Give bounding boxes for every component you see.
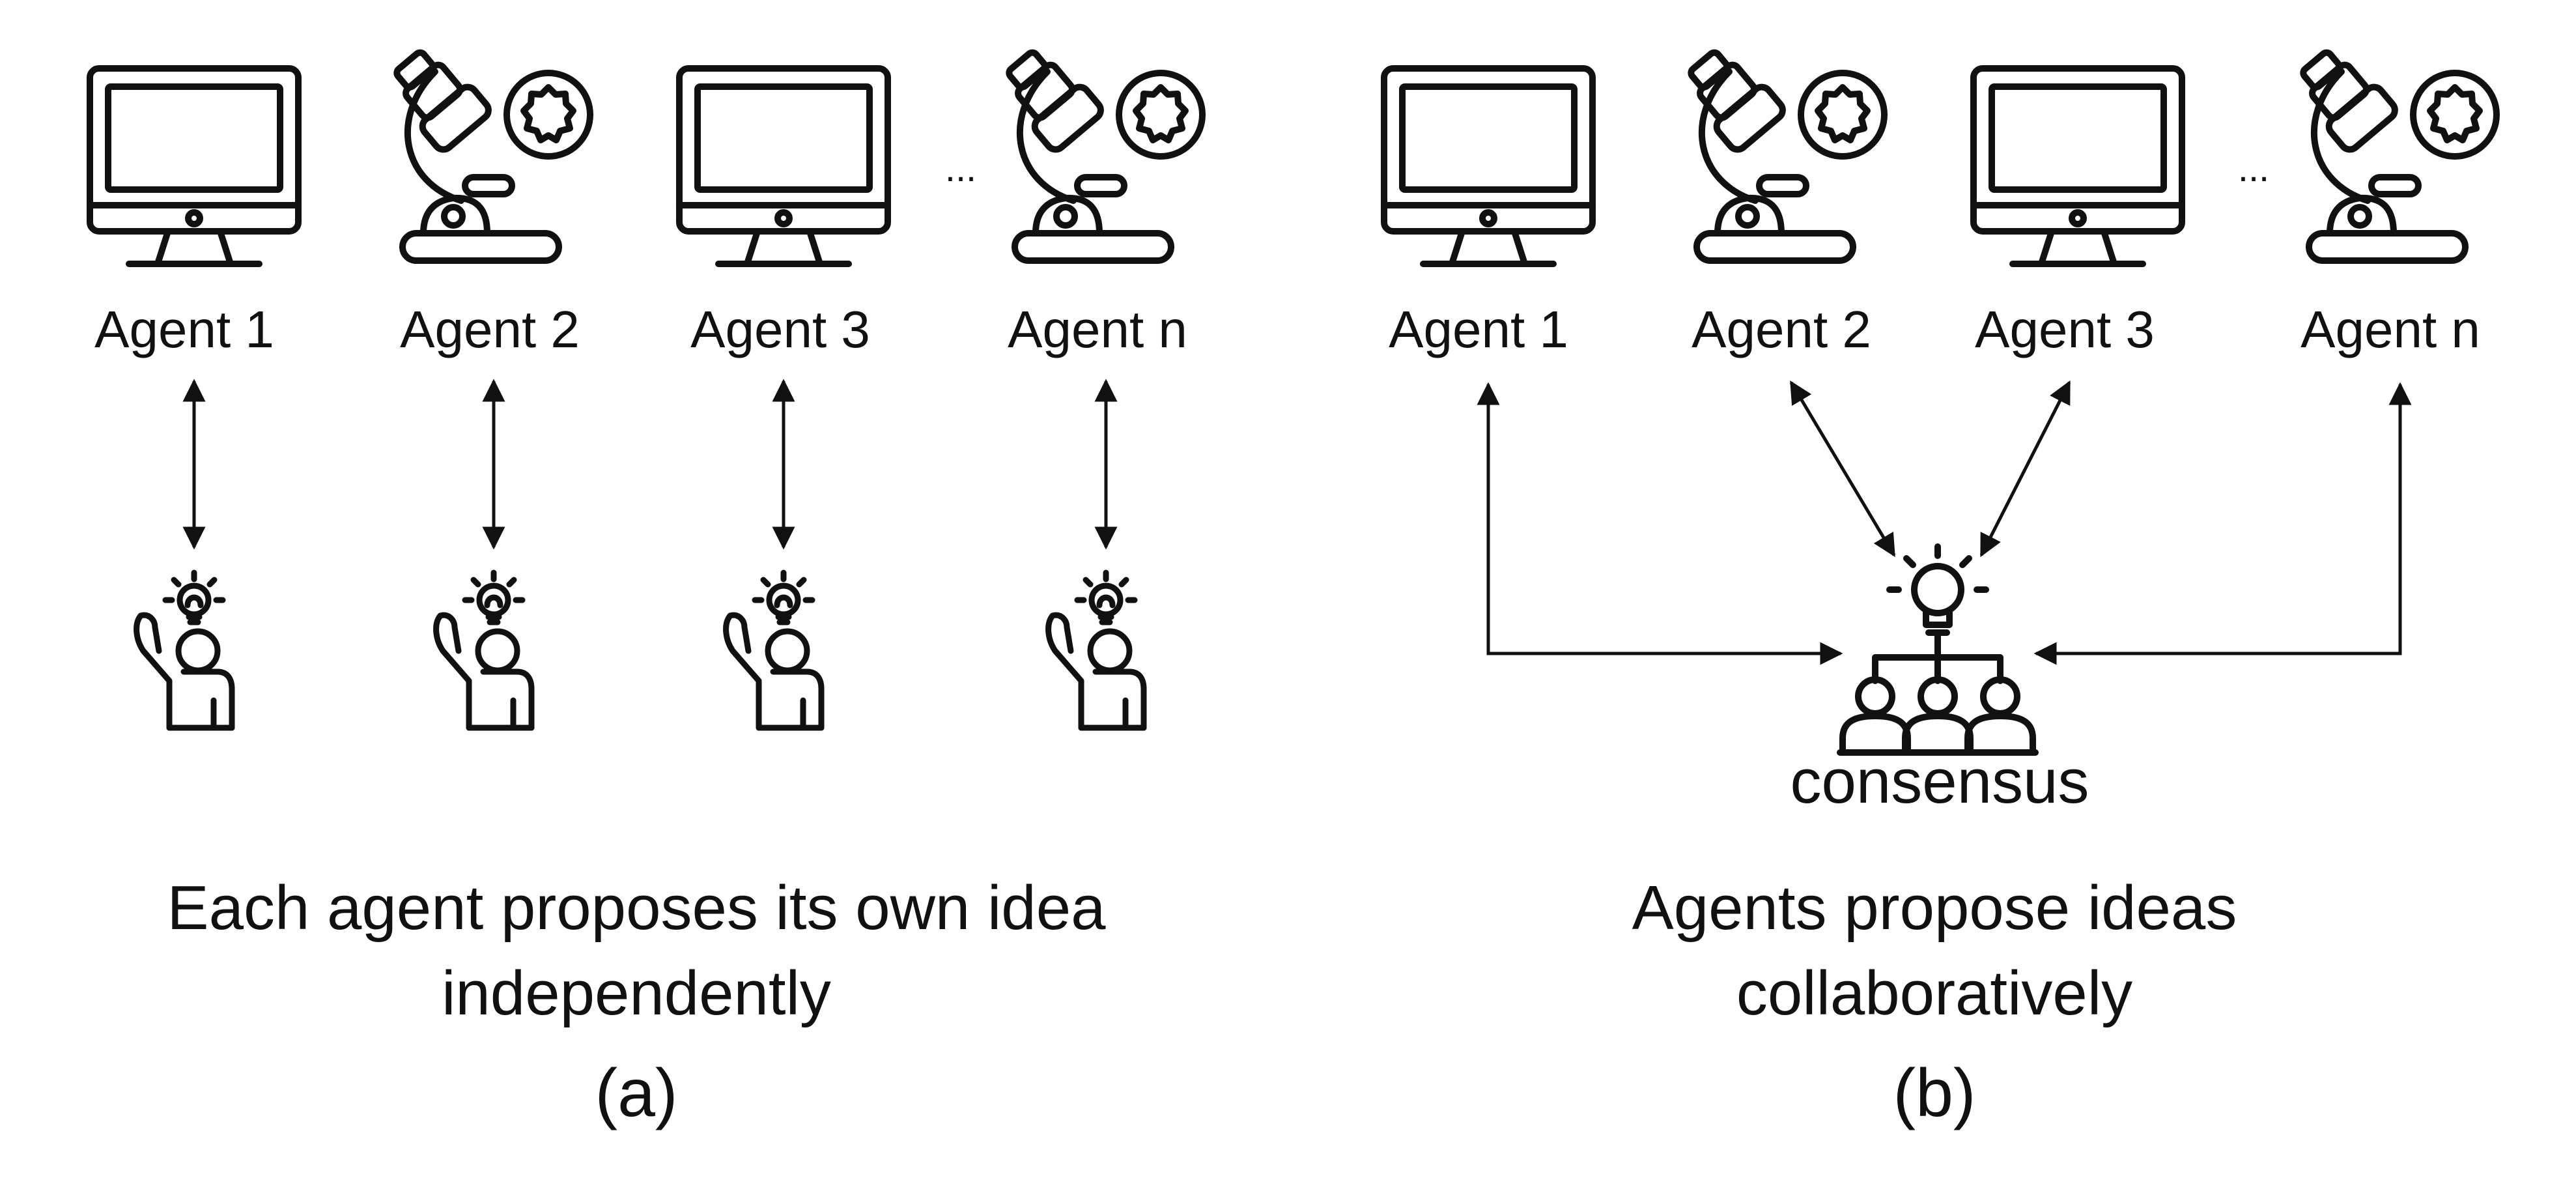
agent-label: Agent n (2300, 300, 2480, 358)
agent-label: Agent 2 (400, 300, 580, 358)
panel-b: ... Agent 1 Agent 2 Agent 3 Agent n cons… (1384, 40, 2497, 1131)
agent-label: Agent 1 (1389, 300, 1568, 358)
microscope-icon (383, 40, 590, 261)
bidirectional-arrow (1979, 380, 2071, 558)
person-raising-hand-idea-icon (137, 573, 232, 728)
agent-label: Agent n (1008, 300, 1187, 358)
panel-label: (a) (595, 1055, 677, 1131)
agent-label: Agent 3 (1975, 300, 2155, 358)
panel-a: ... Agent 1 Agent 2 Agent 3 Agent n Each… (90, 40, 1202, 1131)
ellipsis: ... (945, 147, 976, 190)
computer-monitor-icon (90, 68, 298, 264)
computer-monitor-icon (679, 68, 888, 264)
agent-label: Agent 3 (690, 300, 870, 358)
bidirectional-arrow (1789, 380, 1896, 558)
panel-label: (b) (1893, 1055, 1975, 1131)
person-raising-hand-idea-icon (726, 573, 821, 728)
agent-label: Agent 2 (1691, 300, 1871, 358)
computer-monitor-icon (1384, 68, 1592, 264)
caption-line-1: Agents propose ideas (1632, 873, 2237, 943)
agent-label: Agent 1 (94, 300, 274, 358)
consensus-label: consensus (1790, 747, 2089, 816)
caption-line-1: Each agent proposes its own idea (167, 873, 1107, 943)
microscope-icon (2289, 40, 2497, 261)
group-consensus-lightbulb-icon (1840, 547, 2035, 753)
person-raising-hand-idea-icon (436, 573, 531, 728)
microscope-icon (1677, 40, 1884, 261)
bidirectional-arrow (1477, 382, 1843, 665)
caption-line-2: independently (442, 958, 831, 1028)
bidirectional-arrow (2033, 382, 2412, 665)
microscope-icon (995, 40, 1202, 261)
ellipsis: ... (2238, 147, 2269, 190)
caption-line-2: collaboratively (1736, 958, 2132, 1028)
computer-monitor-icon (1974, 68, 2182, 264)
person-raising-hand-idea-icon (1049, 573, 1144, 728)
